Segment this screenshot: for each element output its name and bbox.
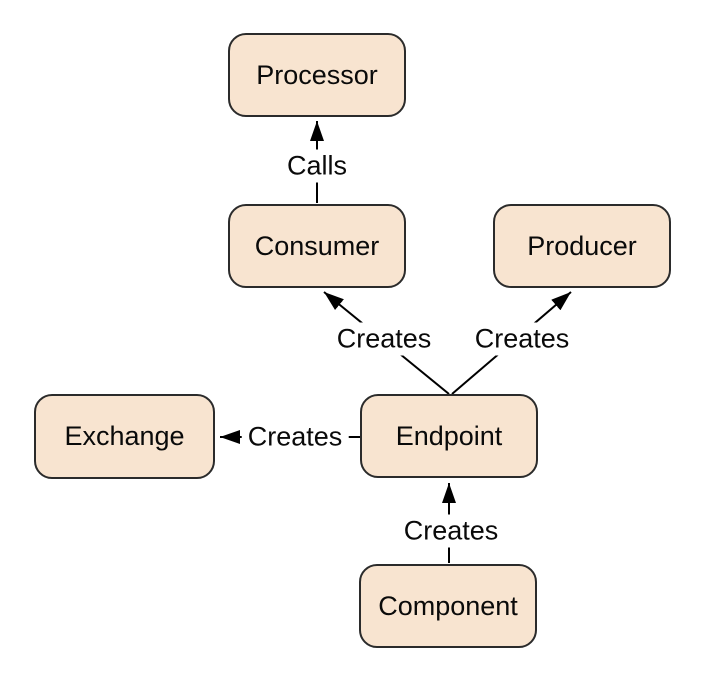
edge-label-creates-endpoint: Creates [397, 514, 505, 548]
edge-label-creates-consumer: Creates [330, 322, 438, 356]
edge-label-creates-producer: Creates [468, 322, 576, 356]
node-exchange: Exchange [34, 394, 215, 479]
node-consumer: Consumer [228, 204, 406, 288]
edge-label-creates-exchange: Creates [241, 420, 349, 454]
node-processor: Processor [228, 33, 406, 117]
node-producer: Producer [493, 204, 671, 288]
node-endpoint: Endpoint [360, 394, 538, 478]
edge-label-calls: Calls [280, 149, 354, 183]
node-component: Component [359, 564, 537, 648]
